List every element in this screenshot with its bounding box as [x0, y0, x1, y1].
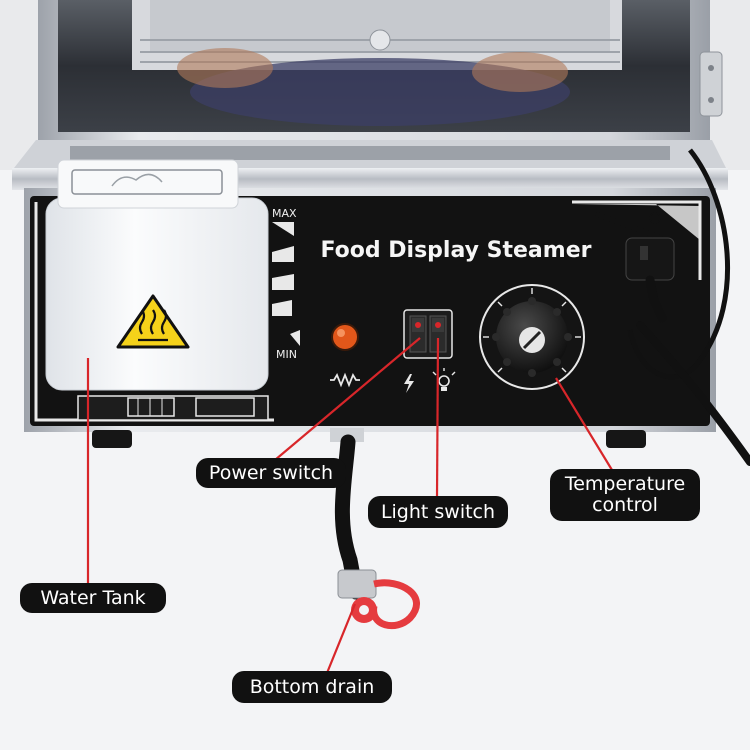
- callout-temperature-line2: control: [592, 494, 658, 516]
- callout-leader-lines: [86, 337, 613, 674]
- foot-right: [606, 430, 646, 448]
- callout-bottom-drain: Bottom drain: [232, 671, 392, 703]
- callout-temperature-line1: Temperature: [564, 473, 686, 496]
- light-bulb-icon: [432, 368, 456, 391]
- callout-light-switch: Light switch: [368, 496, 508, 528]
- min-mark: MIN: [276, 348, 297, 361]
- lamp-icon: [649, 212, 661, 228]
- power-cord: [627, 148, 731, 380]
- hot-surface-warning-icon: [116, 294, 190, 349]
- leader-power-switch: [274, 337, 421, 461]
- leader-bottom-drain: [325, 603, 357, 674]
- water-tank[interactable]: [45, 159, 269, 391]
- lightning-icon: [404, 374, 414, 393]
- leader-temperature: [555, 377, 613, 471]
- power-indicator-light: [331, 323, 359, 351]
- leader-light-switch: [435, 337, 440, 499]
- panel-title: Food Display Steamer: [321, 238, 592, 263]
- temperature-knob[interactable]: [479, 284, 585, 390]
- switch-block: [403, 309, 453, 359]
- callout-power-switch-text: Power switch: [208, 461, 334, 484]
- power-cord-out: [636, 321, 750, 466]
- max-mark: MAX: [272, 207, 297, 220]
- callout-temperature-control: Temperature control: [550, 469, 700, 521]
- display-cabinet: [38, 0, 723, 142]
- callout-power-switch: Power switch: [196, 458, 346, 488]
- bottom-drain-hose[interactable]: [330, 428, 420, 630]
- callout-water-tank-text: Water Tank: [40, 586, 146, 609]
- light-rocker-switch[interactable]: [432, 318, 444, 332]
- heater-element-icon: [330, 372, 360, 388]
- power-rocker-switch[interactable]: [412, 318, 424, 332]
- callout-water-tank: Water Tank: [20, 583, 166, 613]
- foot-left: [92, 430, 132, 448]
- power-plug: [625, 237, 675, 323]
- callout-light-switch-text: Light switch: [380, 500, 496, 523]
- callout-bottom-drain-text: Bottom drain: [249, 675, 375, 698]
